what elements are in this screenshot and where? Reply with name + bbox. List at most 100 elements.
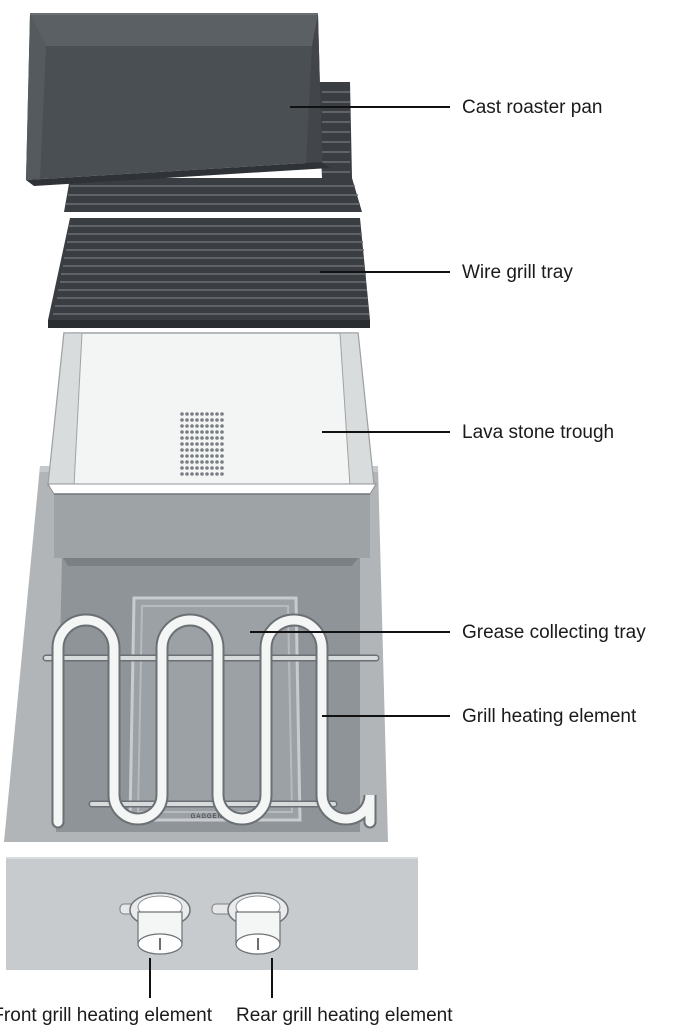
perforation-hole — [210, 454, 214, 458]
perforation-hole — [195, 466, 199, 470]
perforation-hole — [180, 424, 184, 428]
perforation-hole — [195, 418, 199, 422]
perforation-hole — [200, 430, 204, 434]
perforation-hole — [180, 442, 184, 446]
label-cast-roaster-pan: Cast roaster pan — [462, 97, 603, 118]
perforation-hole — [200, 424, 204, 428]
perforation-hole — [190, 466, 194, 470]
perforation-hole — [190, 424, 194, 428]
perforation-hole — [195, 412, 199, 416]
perforation-hole — [180, 460, 184, 464]
perforation-hole — [220, 448, 224, 452]
perforation-hole — [220, 466, 224, 470]
perforation-hole — [195, 436, 199, 440]
perforation-hole — [200, 460, 204, 464]
perforation-hole — [185, 442, 189, 446]
grill-heating-coil — [42, 613, 380, 829]
bottom-label-clip: Front grill heating element — [0, 1004, 212, 1032]
perforation-hole — [185, 454, 189, 458]
brand-mark: GAGGENAU — [191, 814, 234, 820]
perforation-hole — [210, 460, 214, 464]
perforation-hole — [200, 466, 204, 470]
label-grill-heating-element: Grill heating element — [462, 706, 637, 727]
perforation-hole — [180, 430, 184, 434]
label-lava-stone-trough: Lava stone trough — [462, 422, 615, 443]
perforation-hole — [200, 448, 204, 452]
perforation-hole — [200, 436, 204, 440]
cast-roaster-pan — [26, 13, 330, 186]
perforation-hole — [185, 472, 189, 476]
perforation-hole — [220, 442, 224, 446]
perforation-hole — [185, 448, 189, 452]
perforation-hole — [220, 454, 224, 458]
perforation-hole — [195, 448, 199, 452]
perforation-hole — [190, 454, 194, 458]
perforation-hole — [205, 436, 209, 440]
label-wire-grill-tray: Wire grill tray — [462, 262, 573, 283]
perforation-hole — [200, 454, 204, 458]
perforation-hole — [220, 424, 224, 428]
perforation-hole — [195, 442, 199, 446]
perforation-hole — [180, 448, 184, 452]
perforation-hole — [205, 454, 209, 458]
label-front-knob: Front grill heating element — [0, 1005, 212, 1026]
perforation-hole — [190, 418, 194, 422]
perforation-hole — [215, 442, 219, 446]
perforation-hole — [180, 454, 184, 458]
perforation-hole — [180, 436, 184, 440]
perforation-hole — [210, 472, 214, 476]
perforation-hole — [215, 466, 219, 470]
perforation-hole — [215, 454, 219, 458]
perforation-hole — [205, 418, 209, 422]
perforation-hole — [185, 412, 189, 416]
perforation-hole — [220, 412, 224, 416]
lava-stone-trough — [47, 332, 377, 558]
control-panel — [6, 857, 418, 970]
perforation-hole — [210, 424, 214, 428]
perforation-hole — [190, 472, 194, 476]
perforation-hole — [210, 448, 214, 452]
perforation-hole — [195, 460, 199, 464]
perforation-hole — [205, 466, 209, 470]
perforation-hole — [205, 448, 209, 452]
perforation-hole — [215, 448, 219, 452]
perforation-hole — [195, 430, 199, 434]
perforation-hole — [205, 430, 209, 434]
perforation-hole — [205, 412, 209, 416]
perforation-hole — [190, 442, 194, 446]
perforation-hole — [180, 412, 184, 416]
cooktop-frame: GAGGENAU — [4, 466, 388, 842]
perforation-hole — [195, 472, 199, 476]
perforation-hole — [205, 472, 209, 476]
perforation-hole — [215, 460, 219, 464]
perforation-hole — [210, 418, 214, 422]
drain-perforation — [180, 412, 224, 476]
perforation-hole — [215, 418, 219, 422]
perforation-hole — [200, 412, 204, 416]
perforation-hole — [215, 436, 219, 440]
perforation-hole — [205, 424, 209, 428]
perforation-hole — [180, 472, 184, 476]
perforation-hole — [190, 436, 194, 440]
perforation-hole — [180, 466, 184, 470]
perforation-hole — [200, 472, 204, 476]
perforation-hole — [185, 460, 189, 464]
perforation-hole — [185, 430, 189, 434]
front-knob[interactable] — [119, 892, 191, 955]
rear-knob[interactable] — [211, 892, 289, 955]
label-grease-collecting-tray: Grease collecting tray — [462, 622, 646, 643]
perforation-hole — [195, 424, 199, 428]
perforation-hole — [185, 436, 189, 440]
perforation-hole — [215, 412, 219, 416]
perforation-hole — [210, 436, 214, 440]
perforation-hole — [220, 418, 224, 422]
perforation-hole — [190, 448, 194, 452]
perforation-hole — [210, 442, 214, 446]
perforation-hole — [180, 418, 184, 422]
perforation-hole — [210, 412, 214, 416]
perforation-hole — [220, 472, 224, 476]
perforation-hole — [195, 454, 199, 458]
perforation-hole — [185, 424, 189, 428]
perforation-hole — [190, 430, 194, 434]
